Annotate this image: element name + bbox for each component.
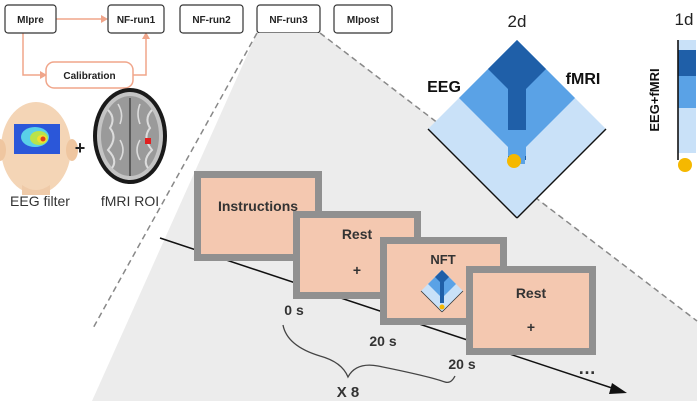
feedback-2d-title: 2d [508, 12, 527, 31]
fmri-roi-caption: fMRI ROI [101, 193, 159, 209]
nf-run3-label: NF-run3 [269, 15, 308, 26]
continuation-ellipsis: … [578, 358, 596, 378]
mlpost-box: MIpost [333, 4, 393, 34]
mlpre-label: MIpre [17, 15, 44, 26]
calibration-label: Calibration [63, 71, 115, 82]
instructions-label: Instructions [218, 198, 298, 214]
rest-1-label: Rest [342, 226, 373, 242]
nft-mini-feedback [420, 270, 464, 313]
plus-sign: + [75, 138, 86, 158]
screen-rest-2: Rest + [466, 266, 596, 355]
nf-run2-box: NF-run2 [179, 4, 244, 34]
mlpre-box: MIpre [4, 4, 57, 34]
repeat-label: X 8 [337, 384, 360, 401]
time-label-nft-end: 20 s [448, 356, 475, 372]
nf-run1-box: NF-run1 [107, 4, 165, 34]
flow-arrowheads [40, 15, 150, 79]
nf-run1-label: NF-run1 [117, 15, 156, 26]
feedback-2d-eeg-label: EEG [427, 79, 461, 96]
rest-2-fixation: + [527, 319, 535, 335]
feedback-2d-fmri-label: fMRI [566, 71, 601, 88]
feedback-1d-axis-label: EEG+fMRI [647, 68, 662, 131]
screen-instructions: Instructions [194, 171, 322, 261]
repeat-brace [282, 324, 456, 384]
rest-2-label: Rest [516, 285, 547, 301]
feedback-1d-display [677, 40, 696, 172]
nf-run2-label: NF-run2 [192, 15, 231, 26]
nft-label: NFT [430, 252, 455, 267]
time-label-start: 0 s [284, 302, 304, 318]
rest-1-fixation: + [353, 262, 361, 278]
flow-connectors [22, 18, 147, 76]
time-label-rest-end: 20 s [369, 333, 396, 349]
fmri-brain-image [93, 88, 167, 184]
feedback-1d-title: 1d [675, 10, 694, 29]
feedback-2d-display [427, 40, 607, 219]
eeg-filter-caption: EEG filter [10, 193, 70, 209]
nf-run3-box: NF-run3 [256, 4, 321, 34]
eeg-head-image [0, 102, 78, 195]
calibration-box: Calibration [45, 61, 134, 89]
mlpost-label: MIpost [347, 15, 380, 26]
